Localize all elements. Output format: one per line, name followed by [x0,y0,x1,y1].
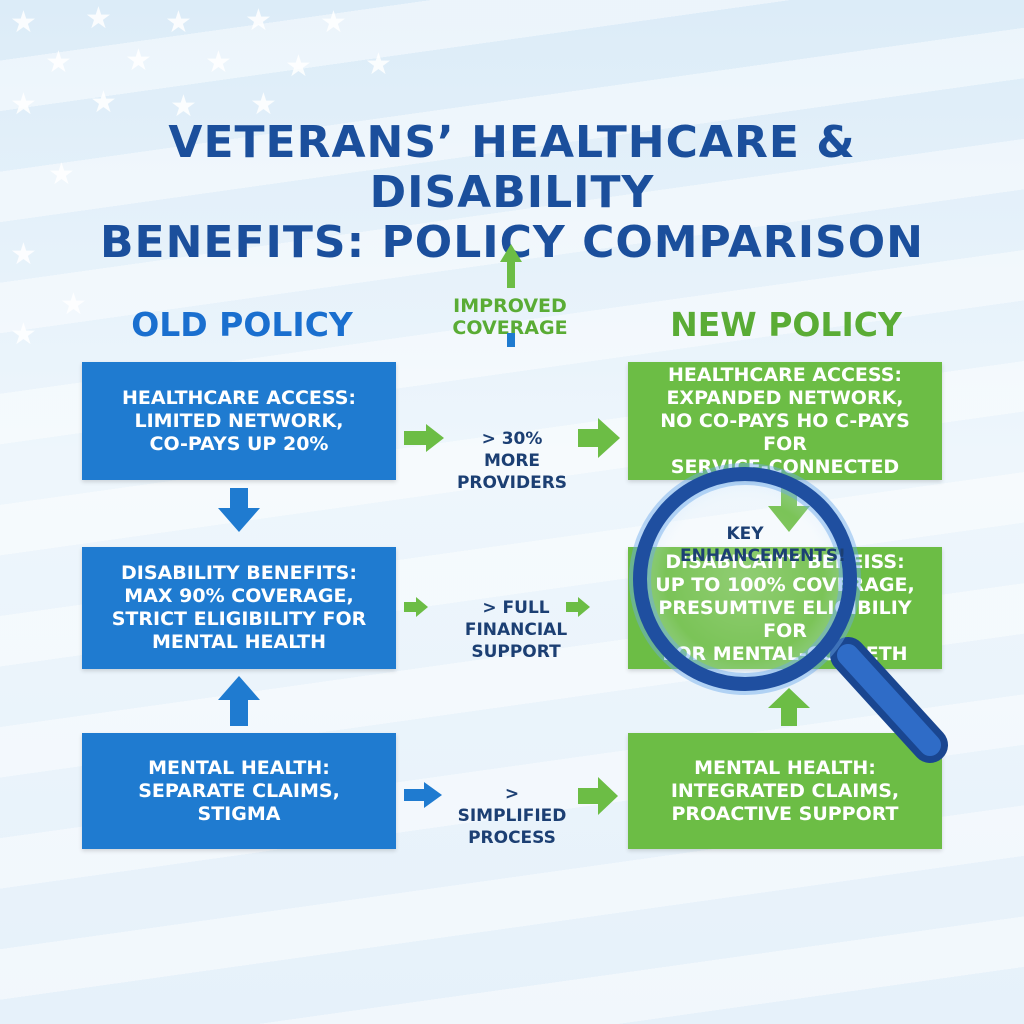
row3-left-arrow [404,782,442,808]
middle-label-process: > SIMPLIFIED PROCESS [457,784,567,848]
old-disability-benefits-text: DISABILITY BENEFITS: MAX 90% COVERAGE, S… [111,562,367,653]
key-enhancements-label: KEY ENHANCEMENTS! [680,523,846,567]
new-healthcare-access-text: HEALTHCARE ACCESS: EXPANDED NETWORK, NO … [660,363,910,478]
key-enhancements-line-1: KEY [726,524,764,544]
key-enhancements-line-2: ENHANCEMENTS! [680,546,846,566]
row3-right-arrow [578,777,618,815]
row1-right-arrow [578,418,620,458]
title-line-1: VETERANS’ HEALTHCARE & DISABILITY [168,117,856,218]
improved-coverage-label: IMPROVED COVERAGE [452,295,568,339]
old-mental-health-text: MENTAL HEALTH: SEPARATE CLAIMS, STIGMA [138,756,340,825]
middle-label-providers: > 30% MORE PROVIDERS [456,429,568,493]
old-healthcare-access-text: HEALTHCARE ACCESS: LIMITED NETWORK, CO-P… [122,386,356,455]
old-mental-health-box: MENTAL HEALTH: SEPARATE CLAIMS, STIGMA [82,733,396,849]
new-mental-health-text: MENTAL HEALTH: INTEGRATED CLAIMS, PROACT… [670,756,900,825]
old-up-arrow [218,676,260,726]
old-down-arrow [218,488,260,532]
middle-label-financial: > FULL FINANCIAL SUPPORT [464,598,568,662]
new-policy-heading: NEW POLICY [670,305,902,344]
row2-left-arrow [404,597,428,617]
new-healthcare-access-box: HEALTHCARE ACCESS: EXPANDED NETWORK, NO … [628,362,942,480]
old-policy-heading: OLD POLICY [131,305,353,344]
new-mental-health-box: MENTAL HEALTH: INTEGRATED CLAIMS, PROACT… [628,733,942,849]
row2-right-arrow [566,597,590,617]
old-disability-benefits-box: DISABILITY BENEFITS: MAX 90% COVERAGE, S… [82,547,396,669]
old-healthcare-access-box: HEALTHCARE ACCESS: LIMITED NETWORK, CO-P… [82,362,396,480]
magnifying-glass-icon [629,463,948,763]
row1-left-arrow [404,424,444,452]
improved-up-arrow [500,244,522,347]
new-up-arrow [768,688,810,726]
